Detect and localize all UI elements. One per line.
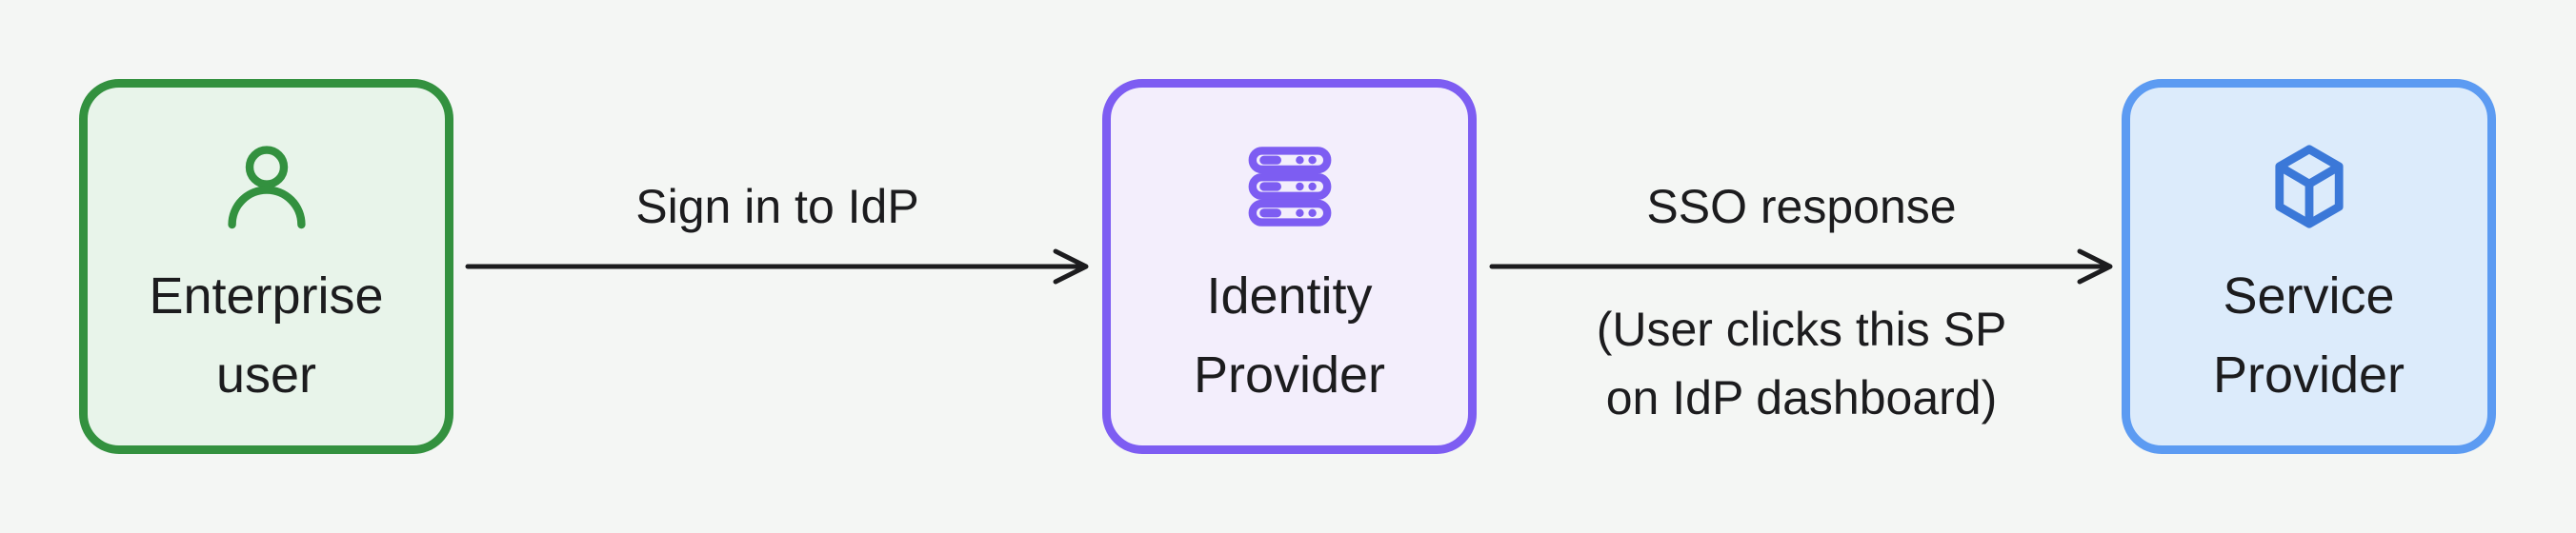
node-label: Identity Provider	[1193, 267, 1386, 404]
edge-label: Sign in to IdP	[635, 180, 919, 233]
user-icon	[227, 146, 306, 229]
edge-sublabel: (User clicks this SP on IdP dashboard)	[1596, 303, 2007, 424]
node-label: Enterprise user	[149, 267, 384, 404]
server-icon	[1248, 147, 1331, 227]
node-label: Service Provider	[2212, 267, 2405, 404]
edge-sign-in-to-idp: Sign in to IdP	[465, 0, 1090, 533]
edge-label: SSO response	[1646, 180, 1957, 233]
arrow-right-icon	[1489, 248, 2113, 285]
node-identity-provider: Identity Provider	[1102, 79, 1477, 454]
edge-sso-response: SSO response (User clicks this SP on IdP…	[1489, 0, 2114, 533]
cube-icon	[2274, 145, 2344, 228]
node-enterprise-user: Enterprise user	[79, 79, 453, 454]
node-service-provider: Service Provider	[2122, 79, 2496, 454]
arrow-right-icon	[465, 248, 1089, 285]
